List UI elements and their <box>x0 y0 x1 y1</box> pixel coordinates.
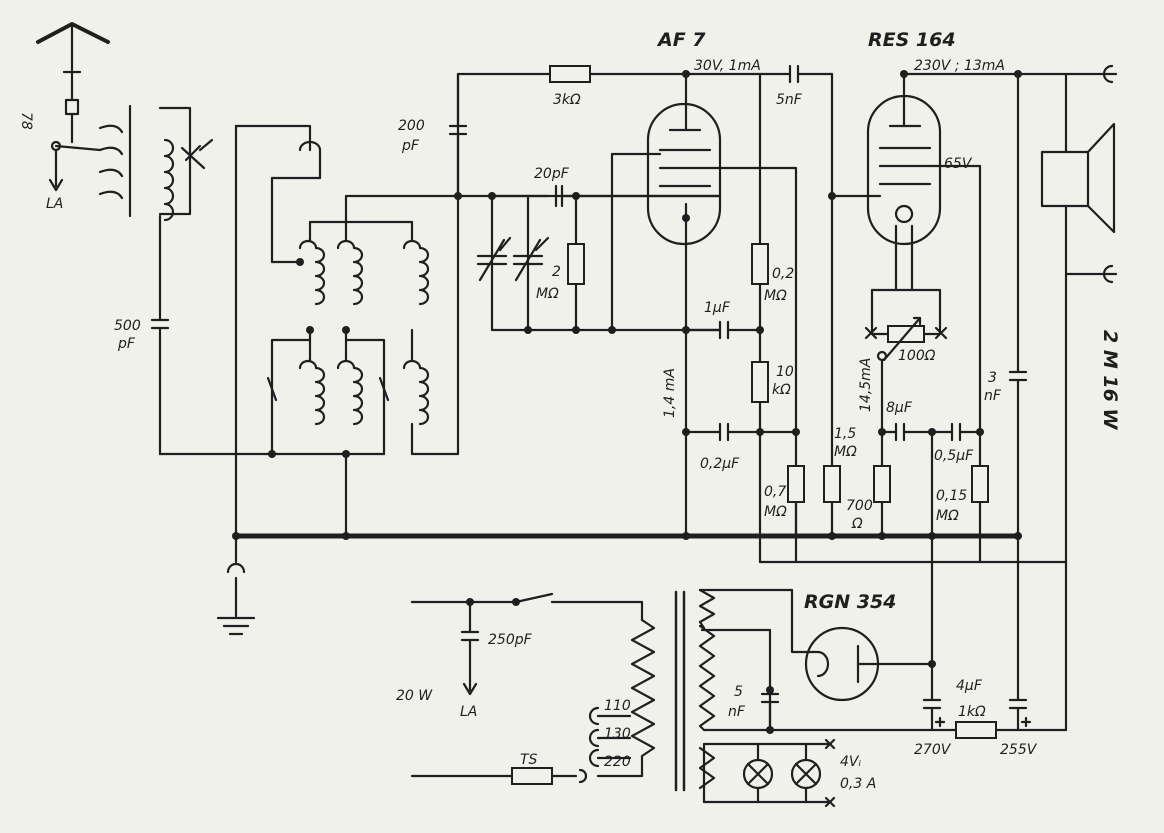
i2-label: 14,5mA <box>858 358 874 412</box>
la-label-bottom: LA <box>460 704 477 720</box>
v270-label: 270V <box>914 742 952 758</box>
c500-label-b: pF <box>117 336 136 352</box>
r015-label-b: MΩ <box>936 508 959 524</box>
c5n-label: 5nF <box>776 92 803 108</box>
r015-label-a: 0,15 <box>936 488 967 504</box>
antenna-symbol <box>36 22 110 192</box>
speaker-symbol <box>1040 64 1118 732</box>
r15-label-a: 1,5 <box>834 426 856 442</box>
c02u-label: 0,2μF <box>700 456 740 472</box>
page-number: 78 <box>18 112 34 130</box>
af7-label: AF 7 <box>656 29 706 51</box>
r3k-label: 3kΩ <box>553 92 581 108</box>
c20p-label: 20pF <box>534 166 570 182</box>
lamp2-label: 0,3 A <box>840 776 876 792</box>
r2-label-a: 2 <box>552 264 561 280</box>
r07-label-a: 0,7 <box>764 484 786 500</box>
pilot-lamps <box>742 738 836 808</box>
tap130-label: 130 <box>604 726 631 742</box>
lamp-label: 4Vᵢ <box>840 754 861 770</box>
c3n-label-b: nF <box>984 388 1002 404</box>
af7-tube <box>610 72 798 538</box>
antenna-coil <box>98 104 214 456</box>
r02-label-b: MΩ <box>764 288 787 304</box>
r15-label-b: MΩ <box>834 444 857 460</box>
c1u-label: 1μF <box>704 300 731 316</box>
c4u-label: 4μF <box>956 678 983 694</box>
r02-label-a: 0,2 <box>772 266 794 282</box>
r100-label: 100Ω <box>898 348 936 364</box>
la-label-top: LA <box>46 196 63 212</box>
tap110-label: 110 <box>604 698 631 714</box>
ts-label: TS <box>520 752 538 768</box>
c5n-rect-label-b: nF <box>728 704 746 720</box>
r2-label-b: MΩ <box>536 286 559 302</box>
res164-label: RES 164 <box>868 29 956 51</box>
c250p-label: 250pF <box>488 632 533 648</box>
c3n-label-a: 3 <box>988 370 997 386</box>
rgn354-label: RGN 354 <box>804 591 896 613</box>
tap220-label: 220 <box>604 754 631 770</box>
r07-label-b: MΩ <box>764 504 787 520</box>
v2-label: 230V ; 13mA <box>914 58 1005 74</box>
c500-label-a: 500 <box>114 318 141 334</box>
r700-label-b: Ω <box>851 516 863 532</box>
r1k-label: 1kΩ <box>958 704 986 720</box>
rf-coils <box>158 72 722 538</box>
r10-label-a: 10 <box>776 364 794 380</box>
v1-label: 30V, 1mA <box>694 58 761 74</box>
c05u-label: 0,5μF <box>934 448 974 464</box>
c5n-rect-label-a: 5 <box>734 684 743 700</box>
c200-label-a: 200 <box>398 118 425 134</box>
r700-label-a: 700 <box>846 498 873 514</box>
r10-label-b: kΩ <box>772 382 791 398</box>
v3-label: 65V <box>944 156 973 172</box>
v255-label: 255V <box>1000 742 1038 758</box>
c8u-label: 8μF <box>886 400 913 416</box>
c200-label-b: pF <box>401 138 420 154</box>
power-label: 20 W <box>396 688 433 704</box>
model-label: 2 M 16 W <box>1099 330 1121 430</box>
i1-label: 1,4 mA <box>662 368 678 418</box>
res164-tube <box>830 72 982 434</box>
rgn354-tube <box>804 626 934 702</box>
